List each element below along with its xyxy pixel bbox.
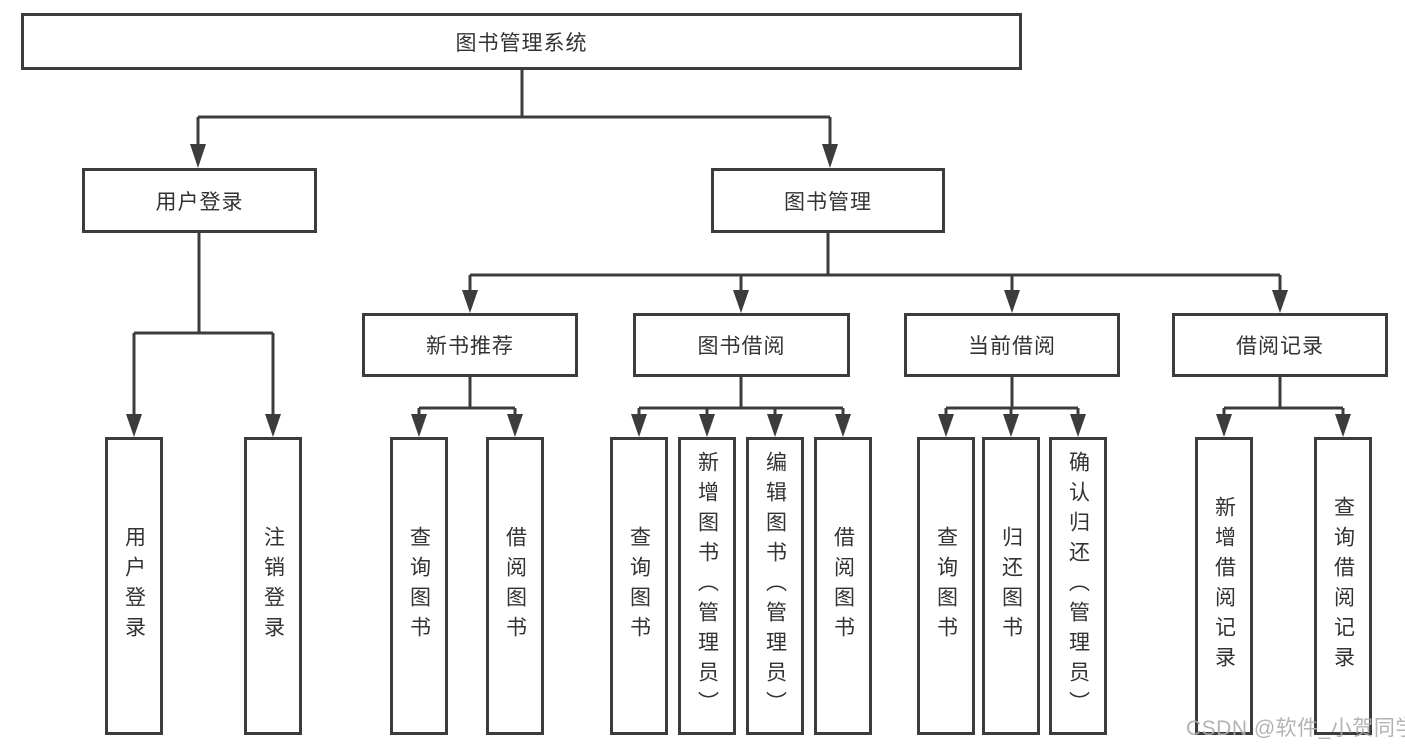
csdn-watermark: CSDN @软件_小贺同学 <box>1186 717 1405 740</box>
node-user-login: 用户登录 <box>82 168 317 233</box>
leaf-confirm-return-admin: 确认归还（管理员） <box>1049 437 1107 735</box>
node-current-borrowing: 当前借阅 <box>904 313 1120 377</box>
node-book-borrowing: 图书借阅 <box>633 313 850 377</box>
connector-paths <box>132 70 1345 418</box>
leaf-borrow-book-1: 借阅图书 <box>486 437 544 735</box>
leaf-query-book-1: 查询图书 <box>390 437 448 735</box>
node-library-management-system: 图书管理系统 <box>21 13 1022 70</box>
leaf-edit-book-admin: 编辑图书（管理员） <box>746 437 804 735</box>
leaf-query-book-2: 查询图书 <box>610 437 668 735</box>
leaf-query-book-3: 查询图书 <box>917 437 975 735</box>
leaf-borrow-book-2: 借阅图书 <box>814 437 872 735</box>
leaf-query-borrow-record: 查询借阅记录 <box>1314 437 1372 735</box>
leaf-logout: 注销登录 <box>244 437 302 735</box>
leaf-user-login: 用户登录 <box>105 437 163 735</box>
node-new-book-recommend: 新书推荐 <box>362 313 578 377</box>
leaf-return-book: 归还图书 <box>982 437 1040 735</box>
arrowheads <box>126 144 1351 437</box>
leaf-add-borrow-record: 新增借阅记录 <box>1195 437 1253 735</box>
leaf-add-book-admin: 新增图书（管理员） <box>678 437 736 735</box>
node-borrowing-records: 借阅记录 <box>1172 313 1388 377</box>
node-book-management: 图书管理 <box>711 168 945 233</box>
